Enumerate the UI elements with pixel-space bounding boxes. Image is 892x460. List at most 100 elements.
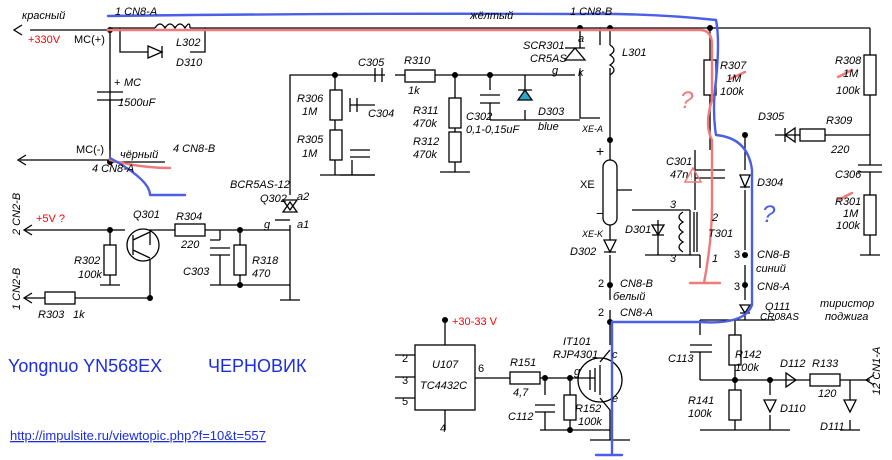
pin-u107-4: 4	[440, 423, 446, 435]
pin-k: k	[578, 67, 584, 79]
r309-label: R309	[826, 115, 852, 127]
pin-u107-6: 6	[478, 363, 484, 375]
pin-e: e	[612, 393, 618, 405]
d111-label: D111	[820, 421, 845, 433]
wire-label-blue: синий	[756, 263, 786, 275]
marker-annotations	[106, 12, 854, 457]
mc-minus-label: MC(-)	[76, 144, 104, 156]
connector-cn8b-3: CN8-B	[757, 249, 790, 261]
r151-value: 4,7	[513, 387, 529, 399]
r133-value: 120	[818, 388, 837, 400]
pin-t301-1: 1	[712, 253, 718, 265]
pin-cn8b-2: 2	[598, 278, 604, 290]
r310-label: R310	[404, 55, 431, 67]
r305-value: 1M	[302, 148, 318, 160]
pin-cn8b-3: 3	[734, 249, 740, 261]
r142-label: R142	[735, 349, 761, 361]
c1500-label: 1500uF	[118, 97, 157, 109]
pin-cn8a-3: 3	[734, 281, 740, 293]
u107-label: U107	[432, 359, 459, 371]
xe-a-label: XE-A	[581, 124, 603, 134]
connector-cn8a-2: CN8-A	[620, 307, 653, 319]
xe-minus: −	[596, 205, 604, 221]
c302-label: C302	[466, 111, 492, 123]
r309-value: 220	[830, 144, 850, 156]
r310-value: 1k	[408, 85, 420, 97]
r302-label: R302	[74, 255, 100, 267]
warning-triangle-icon	[683, 166, 703, 183]
r318-value: 470	[252, 268, 271, 280]
r307-old-value: 1M	[726, 73, 742, 85]
r142-value: 100k	[735, 362, 759, 374]
r301-value: 100k	[836, 220, 860, 232]
pin-a2: a2	[297, 191, 309, 203]
r311-label: R311	[413, 105, 438, 117]
d302-label: D302	[570, 246, 596, 258]
r312-label: R312	[413, 136, 439, 148]
it101-label: IT101	[563, 336, 591, 348]
xe-plus: +	[596, 143, 604, 159]
r311-value: 470k	[413, 118, 437, 130]
pin-a1: a1	[297, 219, 309, 231]
r304-label: R304	[176, 211, 202, 223]
c302-value: 0,1-0,15uF	[466, 124, 520, 136]
page-title: Yongnuo YN568EX	[8, 356, 162, 376]
c113-label: C113	[668, 353, 694, 365]
r312-value: 470k	[413, 149, 437, 161]
wire-label-yellow: жёлтый	[469, 10, 513, 22]
r308-old-value: 1M	[843, 68, 859, 80]
connector-cn2b-2: 2 CN2-B	[11, 193, 23, 236]
connector-cn8a-4: 4 CN8-A	[92, 163, 134, 175]
c306-label: C306	[835, 169, 862, 181]
d112-label: D112	[780, 358, 805, 370]
q301-label: Q301	[133, 209, 160, 221]
r305-label: R305	[297, 134, 324, 146]
r141-value: 100k	[688, 408, 712, 420]
question-mark-red: ?	[680, 87, 694, 114]
c305-label: C305	[358, 57, 385, 69]
mc-label: MC	[124, 77, 141, 89]
pin-g-triac: g	[264, 219, 271, 231]
connector-cn8b-2: CN8-B	[620, 278, 653, 290]
transistor-symbols	[126, 228, 623, 403]
pin-u107-5: 5	[402, 396, 408, 408]
bcr5as-label: BCR5AS-12	[230, 179, 290, 191]
connector-cn1a: 12 CN1-A	[871, 347, 883, 395]
inductor-coils	[154, 23, 698, 253]
q111-label: Q111	[765, 301, 790, 313]
r308-label: R308	[835, 55, 862, 67]
pin-t301-3: 3	[670, 199, 677, 211]
r301-label: R301	[835, 196, 861, 208]
d303-label: D303	[538, 106, 565, 118]
r303-label: R303	[38, 309, 65, 321]
c301-label: C301	[666, 156, 692, 168]
wire-label-red: красный	[22, 10, 65, 22]
q302-label: Q302	[260, 193, 287, 205]
r152-value: 100k	[578, 416, 602, 428]
rjp-label: RJP4301	[553, 349, 598, 361]
c112-label: C112	[508, 411, 533, 423]
t301-label: T301	[708, 228, 733, 240]
connector-cn8a-3: CN8-A	[757, 281, 790, 293]
d304-label: D304	[757, 177, 783, 189]
r307-label: R307	[720, 60, 747, 72]
l302-label: L302	[176, 37, 200, 49]
d301-label: D301	[625, 224, 651, 236]
xe-label: XE	[580, 179, 595, 191]
mc-plus-sign: +	[114, 77, 120, 89]
connector-cn8a-1: 1 CN8-A	[115, 6, 157, 18]
page-subtitle: ЧЕРНОВИК	[208, 356, 307, 376]
pin-t301-3b: 3	[670, 253, 677, 265]
r304-value: 220	[180, 239, 200, 251]
d310-label: D310	[176, 57, 203, 69]
c304-label: C304	[368, 108, 394, 120]
wire-label-black: чёрный	[120, 149, 158, 161]
r308-value: 100k	[836, 85, 860, 97]
r152-label: R152	[575, 403, 601, 415]
c301-value: 47n	[670, 169, 688, 181]
r306-value: 1M	[302, 106, 318, 118]
cr08as-label: CR08AS	[760, 312, 799, 323]
source-link[interactable]: http://impulsite.ru/viewtopic.php?f=10&t…	[10, 428, 266, 443]
c303-label: C303	[183, 266, 210, 278]
